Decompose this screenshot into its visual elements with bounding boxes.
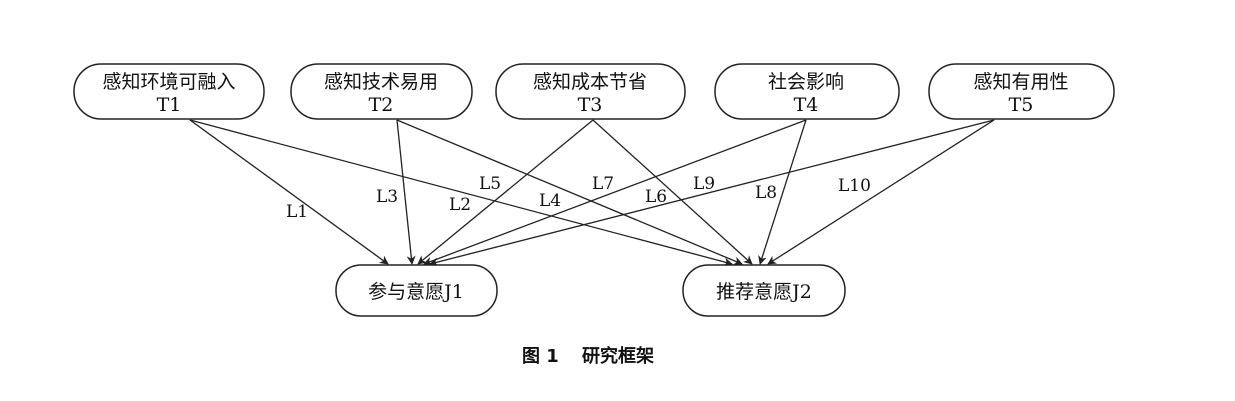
node-j1: 参与意愿J1 [335, 264, 498, 317]
node-t3-code: T3 [578, 94, 603, 116]
edge-label-l6: L6 [645, 187, 667, 207]
edge-t2-j2 [396, 119, 743, 266]
node-t5-code: T5 [1009, 94, 1034, 116]
node-t1-code: T1 [157, 94, 182, 116]
node-j1-label: 参与意愿J1 [368, 281, 464, 303]
figure-caption: 图 1 研究框架 [522, 345, 654, 367]
node-t4-name: 社会影响 [768, 71, 844, 93]
edge-label-l8: L8 [755, 183, 777, 203]
node-j2: 推荐意愿J2 [682, 264, 846, 317]
edge-label-l3: L3 [376, 187, 398, 207]
edge-label-l5: L5 [479, 174, 501, 194]
node-t1-name: 感知环境可融入 [102, 71, 235, 93]
node-t3: 感知成本节省 T3 [495, 63, 686, 120]
edge-label-l4: L4 [539, 191, 561, 211]
edge-t4-j2 [758, 119, 807, 265]
edge-t4-j1 [423, 119, 807, 266]
edge-label-l10: L10 [838, 176, 871, 196]
edge-t2-j1 [396, 119, 416, 265]
edge-t5-j2 [767, 119, 995, 265]
node-t4: 社会影响 T4 [714, 63, 900, 120]
edge-t3-j2 [592, 119, 753, 265]
node-t1: 感知环境可融入 T1 [73, 63, 265, 120]
node-t3-name: 感知成本节省 [533, 71, 647, 93]
node-t5: 感知有用性 T5 [928, 63, 1115, 120]
edge-t1-j2 [189, 119, 733, 267]
node-j2-label: 推荐意愿J2 [716, 281, 812, 303]
caption-title: 研究框架 [582, 345, 654, 367]
edge-labels: L1 L2 L3 L4 L5 L6 L7 L8 L9 L10 [286, 174, 871, 222]
edge-label-l1: L1 [286, 202, 308, 222]
edge-t1-j1 [189, 119, 389, 265]
edge-t3-j1 [417, 119, 594, 265]
node-t2: 感知技术易用 T2 [290, 63, 473, 120]
edge-label-l9: L9 [693, 174, 715, 194]
edges [189, 119, 995, 267]
edge-label-l2: L2 [449, 195, 471, 215]
node-t4-code: T4 [794, 94, 819, 116]
edge-label-l7: L7 [592, 174, 614, 194]
edge-t5-j1 [429, 119, 995, 267]
node-t2-code: T2 [369, 94, 394, 116]
node-t5-name: 感知有用性 [973, 71, 1068, 93]
caption-figure-number: 图 1 [522, 346, 559, 367]
node-t2-name: 感知技术易用 [324, 71, 438, 93]
